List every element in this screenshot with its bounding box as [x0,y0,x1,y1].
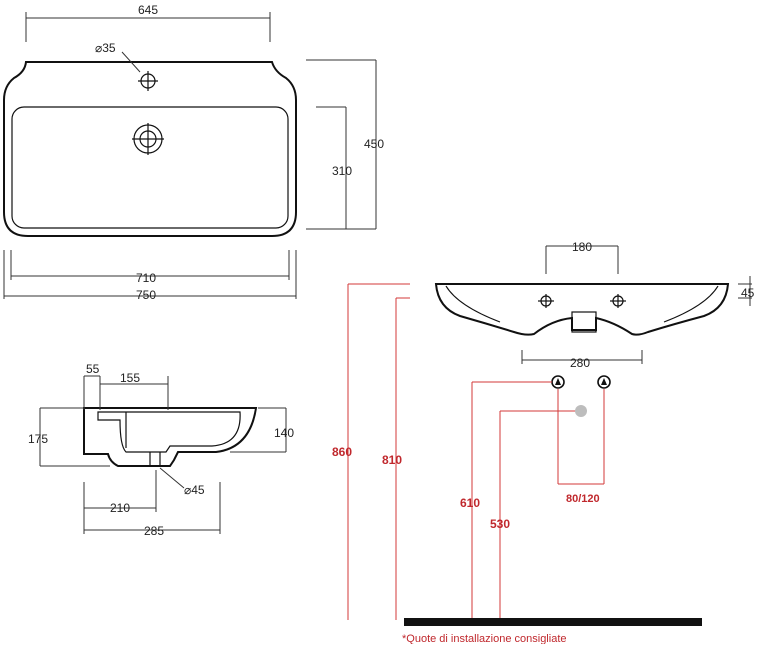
front-contour-right [663,285,719,323]
dim-label-450: 450 [364,137,384,151]
dim-label-280: 280 [570,356,590,370]
basin-section [83,407,258,467]
supply-right-arrow [601,378,607,385]
side-view: 55 155 175 140 ⌀45 210 285 [28,362,294,538]
dim-label-530: 530 [490,517,510,531]
supply-left-arrow [555,378,561,385]
leader-hole [121,51,141,73]
dim-label-310: 310 [332,164,352,178]
basin-section-inner [97,411,241,453]
front-contour-left [445,285,501,323]
dim-label-45: 45 [741,286,755,300]
dim-label-285: 285 [144,524,164,538]
dim-label-hole: ⌀35 [95,41,116,55]
waste-trap-front [571,311,597,333]
dim-label-175: 175 [28,432,48,446]
dim-label-750: 750 [136,288,156,302]
dim-label-155: 155 [120,371,140,385]
top-view: 645 ⌀35 450 310 710 750 [3,3,384,302]
dim-label-645: 645 [138,3,158,17]
dim-label-610: 610 [460,496,480,510]
leader-drain [159,467,185,489]
footnote: *Quote di installazione consigliate [402,633,567,644]
basin-front [434,283,730,336]
waste-outlet-icon [575,405,587,417]
dim-label-210: 210 [110,501,130,515]
dim-label-810: 810 [382,453,402,467]
bowl-outline-top [11,106,289,229]
dim-label-140: 140 [274,426,294,440]
basin-outline-top [3,61,297,237]
floor-line [404,618,702,626]
dim-label-860: 860 [332,445,352,459]
dim-label-drain: ⌀45 [184,483,205,497]
dim-label-180: 180 [572,240,592,254]
front-view: 180 45 280 860 810 [332,240,755,645]
dim-label-80-120: 80/120 [566,493,600,505]
dim-label-710: 710 [136,271,156,285]
dim-label-55: 55 [86,362,100,376]
